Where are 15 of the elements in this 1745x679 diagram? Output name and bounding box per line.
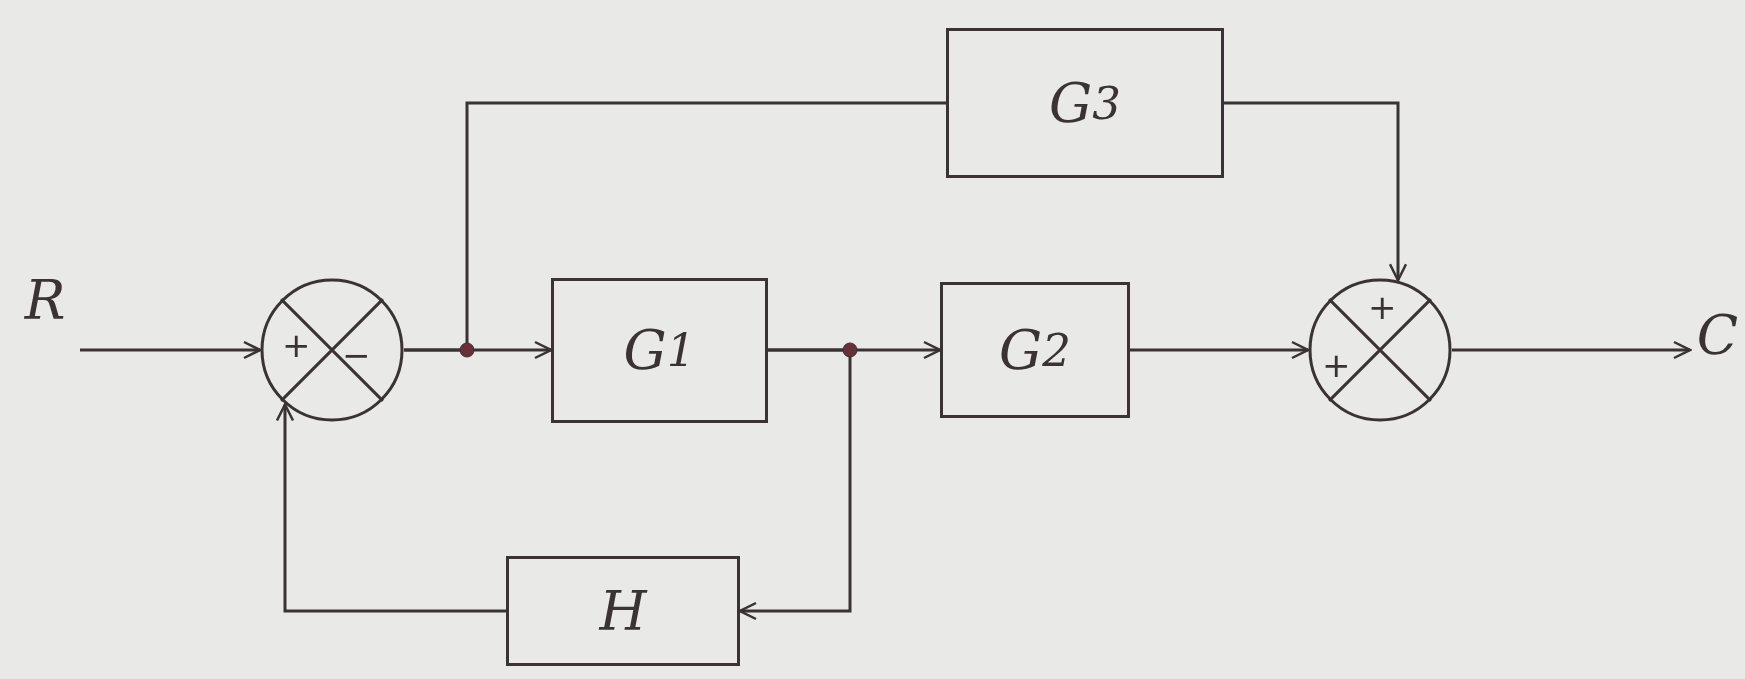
signal-arrow — [275, 403, 506, 613]
block-box: H — [506, 556, 740, 666]
signal-arrow — [738, 348, 852, 621]
signal-arrow — [1130, 340, 1310, 360]
signal-arrow — [1224, 101, 1408, 282]
signal-arrow — [1452, 340, 1692, 360]
sign-label: − — [342, 338, 371, 372]
signal-label: R — [10, 265, 80, 335]
signal-arrow — [80, 340, 262, 360]
sign-label: + — [282, 328, 311, 362]
sign-label: + — [1368, 290, 1397, 324]
signal-label: C — [1690, 300, 1745, 370]
summing-junction — [260, 278, 404, 422]
sign-label: + — [1322, 348, 1351, 382]
summing-junction — [1308, 278, 1452, 422]
